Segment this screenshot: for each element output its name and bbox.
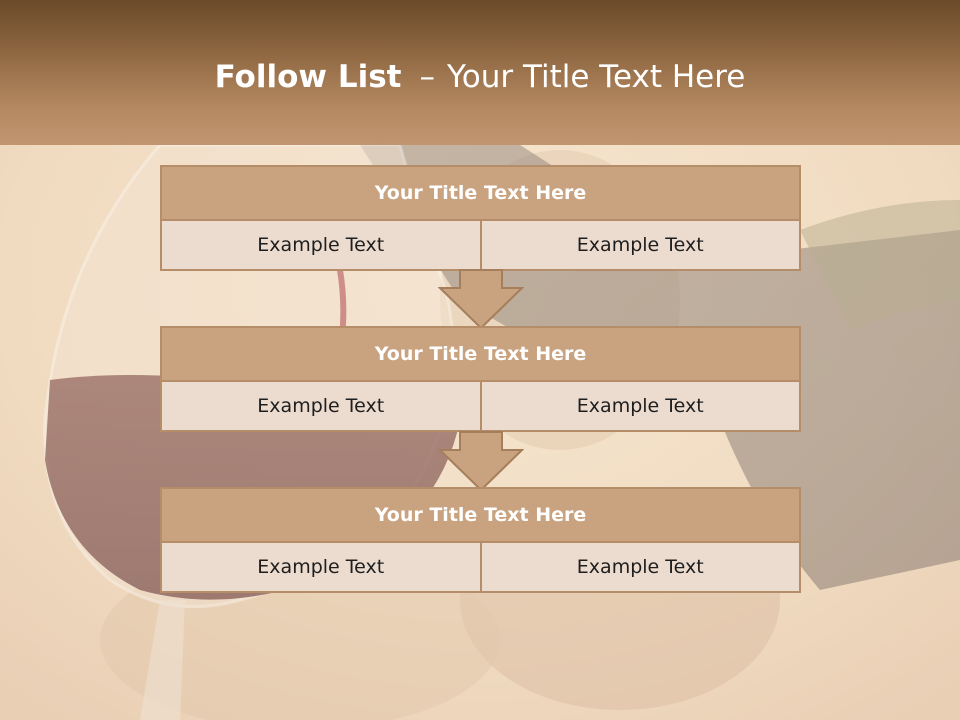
flow-block-2: Your Title Text Here Example Text Exampl… [160,326,801,432]
block-row: Example Text Example Text [160,543,801,593]
down-arrow-icon [438,269,524,330]
header-band [0,0,960,145]
block-row: Example Text Example Text [160,382,801,432]
slide-title-separator: – [419,59,435,95]
slide-title: Follow List–Your Title Text Here [0,52,960,102]
block-cell-right: Example Text [481,543,801,593]
block-cell-left: Example Text [160,221,482,271]
flow-block-3: Your Title Text Here Example Text Exampl… [160,487,801,593]
block-cell-left: Example Text [160,382,482,432]
down-arrow-icon [438,431,524,492]
block-title: Your Title Text Here [160,326,801,382]
block-cell-right: Example Text [481,382,801,432]
block-row: Example Text Example Text [160,221,801,271]
flow-block-1: Your Title Text Here Example Text Exampl… [160,165,801,271]
slide-title-bold: Follow List [214,59,402,95]
block-cell-right: Example Text [481,221,801,271]
block-title: Your Title Text Here [160,165,801,221]
slide-title-rest: Your Title Text Here [446,59,746,95]
block-title: Your Title Text Here [160,487,801,543]
block-cell-left: Example Text [160,543,482,593]
